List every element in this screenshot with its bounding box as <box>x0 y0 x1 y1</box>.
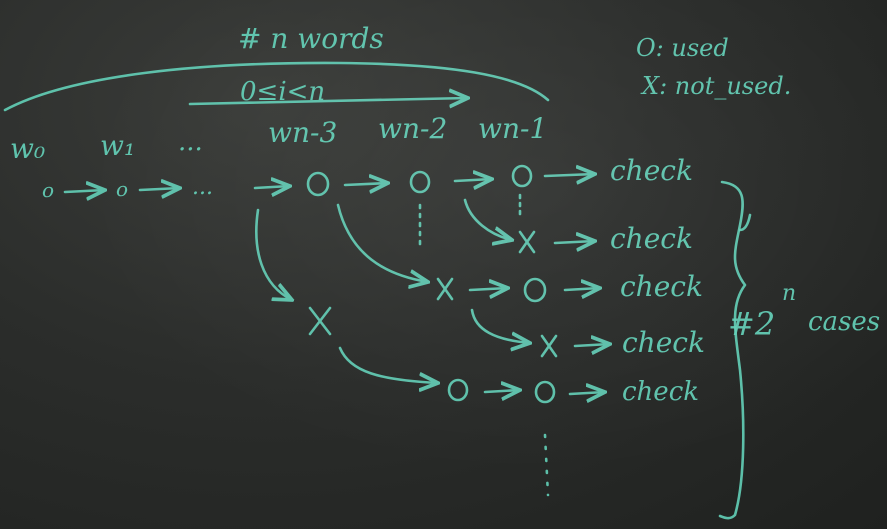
arrow-row1-d <box>343 183 388 185</box>
arrow-to-check-3 <box>563 288 600 290</box>
arrow-to-check-1 <box>543 174 595 176</box>
node-not-used-row3 <box>436 277 454 301</box>
branch-arrow-row4 <box>470 308 530 343</box>
vertical-ellipsis <box>543 433 550 497</box>
node-not-used-row2 <box>518 230 536 254</box>
word-label-ellipsis: ... <box>178 127 203 157</box>
branch-arrow-x-n-3 <box>255 208 292 300</box>
word-label-0: w₀ <box>10 132 45 165</box>
branch-arrow-row3 <box>336 203 428 282</box>
check-4: check <box>622 326 705 359</box>
word-label-n-3: wn-3 <box>268 116 337 149</box>
small-brace-tip <box>738 213 752 232</box>
arrow-row3-a <box>468 288 508 290</box>
cases-exponent: n <box>782 281 796 306</box>
check-5: check <box>622 377 699 407</box>
arrow-row1-c <box>253 186 290 188</box>
legend-used: O: used <box>636 34 729 62</box>
words-heading: # n words <box>238 22 384 55</box>
arrow-row5-a <box>483 390 520 392</box>
word-label-n-2: wn-2 <box>378 112 447 145</box>
arrow-row1-b <box>138 188 180 190</box>
node-used-row5-a <box>447 378 469 402</box>
range-arrow <box>188 98 468 104</box>
cases-count: #2 <box>728 305 775 343</box>
row1-ellipsis: ... <box>192 175 213 200</box>
word-label-1: w₁ <box>100 129 135 162</box>
node-used-row3 <box>523 277 547 303</box>
arrow-row1-a <box>63 190 105 192</box>
node-not-used-row4 <box>540 334 558 358</box>
legend-not-used: X: not_used. <box>640 72 791 100</box>
cases-brace <box>718 180 747 520</box>
cases-label: cases <box>808 307 880 337</box>
node-not-used-n-3 <box>308 306 332 336</box>
check-2: check <box>610 222 693 255</box>
node-w1: o <box>116 177 128 201</box>
arrow-row1-e <box>453 179 492 181</box>
node-used-n-3 <box>306 171 330 197</box>
check-3: check <box>620 270 703 303</box>
words-arc <box>3 61 550 112</box>
word-label-n-1: wn-1 <box>478 112 547 145</box>
node-used-row5-b <box>534 380 556 404</box>
node-used-n-1 <box>511 164 533 188</box>
branch-arrow-row5 <box>338 346 438 383</box>
node-w0: o <box>42 178 54 202</box>
check-1: check <box>610 154 693 187</box>
node-used-n-2 <box>409 170 431 194</box>
arrow-to-check-2 <box>553 241 595 243</box>
branch-arrow-row2 <box>463 198 512 240</box>
arrow-to-check-4 <box>573 344 610 346</box>
arrow-to-check-5 <box>568 392 605 394</box>
